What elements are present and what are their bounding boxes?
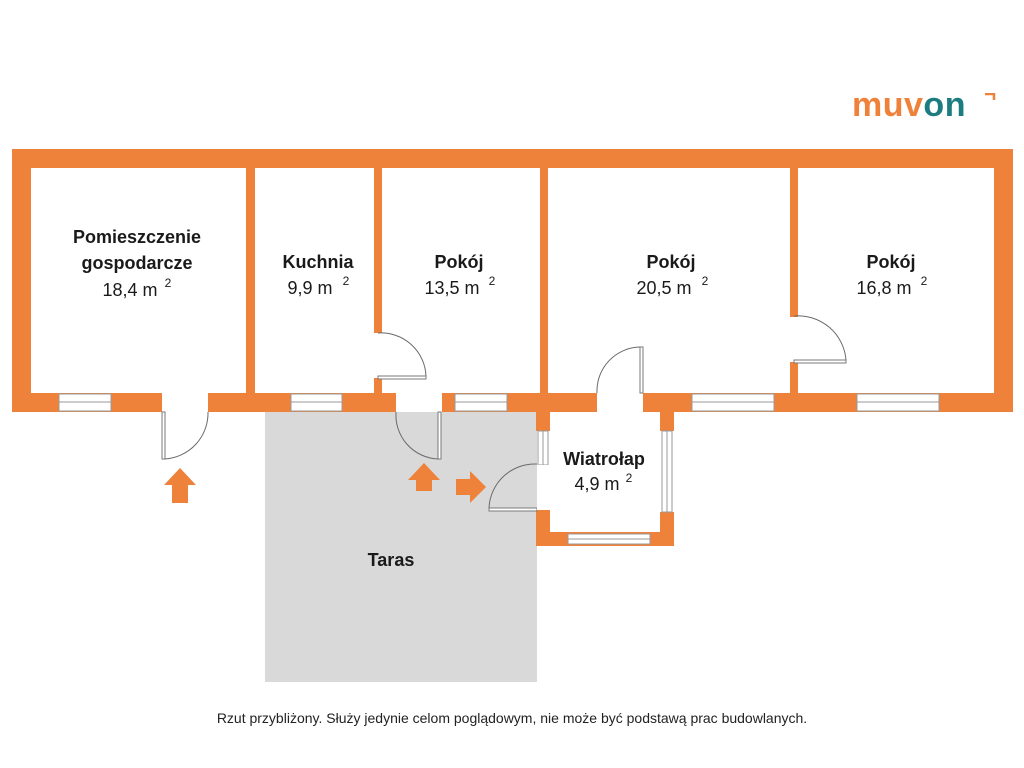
window bbox=[290, 393, 343, 412]
wall-interior-2 bbox=[374, 149, 382, 333]
room-name: Pokój bbox=[866, 252, 915, 272]
window bbox=[856, 393, 940, 412]
room-area-unit: 2 bbox=[921, 274, 928, 288]
room-area: 9,9 m bbox=[287, 278, 332, 298]
vestibule-wall-left-top bbox=[536, 411, 550, 431]
room-name: Kuchnia bbox=[282, 252, 354, 272]
wall-interior-4 bbox=[790, 149, 798, 317]
wall-interior-2b bbox=[374, 378, 382, 412]
door bbox=[395, 411, 442, 460]
wall-top bbox=[12, 149, 1013, 168]
window bbox=[454, 393, 508, 412]
room-area: 4,9 m bbox=[574, 474, 619, 494]
room-name: gospodarcze bbox=[81, 253, 192, 273]
room-area: 16,8 m bbox=[856, 278, 911, 298]
room-label-kitchen: Kuchnia 9,9 m 2 bbox=[282, 252, 354, 298]
room-name: Wiatrołap bbox=[563, 449, 645, 469]
muvon-logo: muvon bbox=[852, 86, 966, 125]
room-name: Pokój bbox=[646, 252, 695, 272]
vestibule-wall-top-left bbox=[540, 393, 597, 412]
wall-right bbox=[994, 149, 1013, 412]
room-area: 13,5 m bbox=[424, 278, 479, 298]
window bbox=[691, 393, 775, 412]
room-label-room-2: Pokój 20,5 m 2 bbox=[636, 252, 708, 298]
doorway bbox=[597, 393, 643, 412]
window bbox=[661, 430, 673, 513]
logo-text-muv: muv bbox=[852, 86, 924, 124]
entry-arrow-right-icon bbox=[456, 471, 486, 503]
room-area-unit: 2 bbox=[165, 276, 172, 290]
wall-interior-3 bbox=[540, 149, 548, 412]
terrace-label: Taras bbox=[368, 550, 415, 570]
door bbox=[488, 463, 549, 512]
door bbox=[377, 332, 427, 380]
disclaimer-text: Rzut przybliżony. Służy jedynie celom po… bbox=[216, 710, 808, 726]
terrace-area bbox=[265, 411, 537, 682]
room-label-room-1: Pokój 13,5 m 2 bbox=[424, 252, 495, 298]
wall-left bbox=[12, 149, 31, 412]
window bbox=[537, 430, 549, 466]
door bbox=[793, 315, 847, 364]
vestibule-wall-top-right bbox=[643, 393, 674, 412]
room-area: 18,4 m bbox=[102, 280, 157, 300]
window bbox=[567, 533, 651, 545]
doorway bbox=[396, 393, 442, 412]
room-area-unit: 2 bbox=[343, 274, 350, 288]
room-name: Pokój bbox=[434, 252, 483, 272]
door bbox=[161, 411, 209, 460]
vestibule-wall-right-top bbox=[660, 411, 674, 431]
room-label-utility: Pomieszczenie gospodarcze 18,4 m 2 bbox=[73, 227, 201, 300]
wall-interior-1 bbox=[246, 149, 255, 412]
entry-arrow-up-icon bbox=[164, 468, 196, 503]
entry-arrow-up-icon bbox=[408, 463, 440, 491]
room-label-vestibule: Wiatrołap 4,9 m 2 bbox=[563, 449, 645, 494]
room-area: 20,5 m bbox=[636, 278, 691, 298]
window bbox=[58, 393, 112, 412]
logo-text-on: on bbox=[923, 86, 966, 124]
room-area-unit: 2 bbox=[626, 471, 633, 485]
room-area-unit: 2 bbox=[489, 274, 496, 288]
doorway bbox=[162, 393, 208, 412]
door bbox=[596, 346, 644, 394]
logo-arrow-icon bbox=[985, 93, 996, 100]
room-name: Pomieszczenie bbox=[73, 227, 201, 247]
room-label-room-3: Pokój 16,8 m 2 bbox=[856, 252, 927, 298]
wall-interior-4b bbox=[790, 362, 798, 412]
room-area-unit: 2 bbox=[702, 274, 709, 288]
